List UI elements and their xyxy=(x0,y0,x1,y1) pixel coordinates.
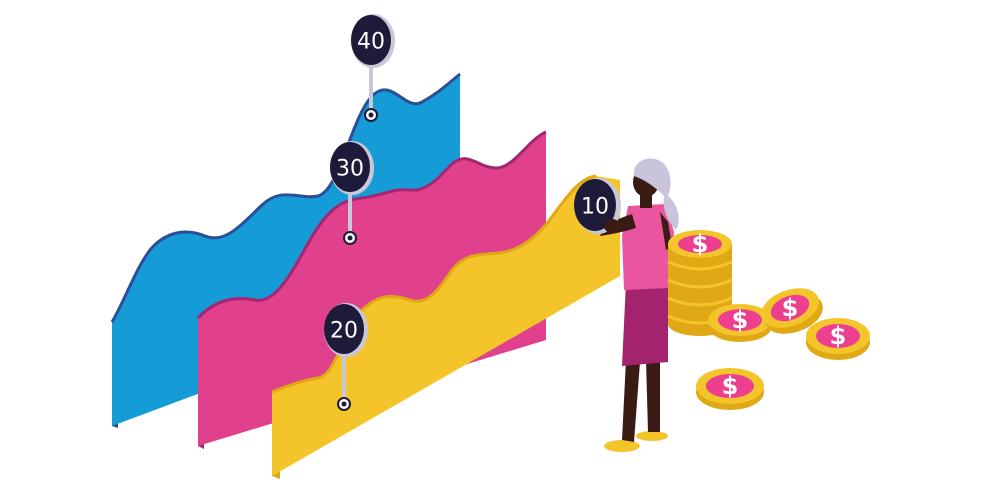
coin-stack-top-dollar: $ xyxy=(692,230,709,258)
coin-1: $ xyxy=(708,304,772,342)
pin-10: 10 xyxy=(574,178,621,234)
skirt xyxy=(622,282,668,366)
coin-2-dollar: $ xyxy=(782,294,799,322)
coin-4-dollar: $ xyxy=(722,372,739,400)
pin-20: 20 xyxy=(324,303,368,411)
coin-1-dollar: $ xyxy=(732,306,749,334)
coin-2: $ xyxy=(761,288,823,334)
coin-4: $ xyxy=(696,368,764,410)
pin-30-label: 30 xyxy=(336,157,364,182)
yellow-wave-panel xyxy=(271,174,620,479)
pin-10-label: 10 xyxy=(581,195,609,220)
magenta-wave-panel xyxy=(196,130,547,449)
magenta-wave-fill xyxy=(198,132,546,446)
hair xyxy=(633,158,679,230)
pin-40: 40 xyxy=(351,14,395,122)
pin-20-label: 20 xyxy=(330,319,358,344)
coin-3: $ xyxy=(806,318,870,360)
woman-figure xyxy=(600,158,679,452)
pin-40-label: 40 xyxy=(357,30,385,55)
yellow-wave-fill xyxy=(272,176,620,476)
coin-3-dollar: $ xyxy=(830,322,847,350)
pin-30: 30 xyxy=(330,141,374,245)
